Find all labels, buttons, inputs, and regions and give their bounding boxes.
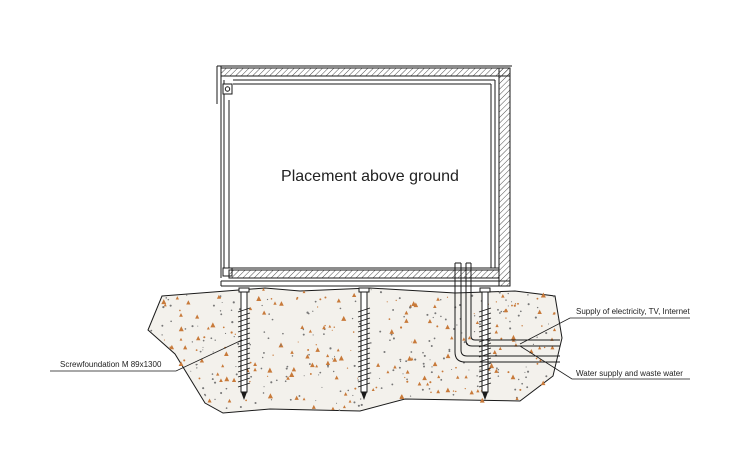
screw-foundation-label: Screwfoundation M 89x1300: [60, 360, 162, 369]
diagram-title: Placement above ground: [281, 168, 459, 185]
screw-foundation: [357, 287, 371, 400]
container-building: [216, 65, 512, 287]
supply-label: Supply of electricity, TV, Internet: [576, 307, 690, 316]
supply-pipes: [454, 262, 560, 363]
screw-foundation: [237, 287, 251, 400]
leader-lines: [50, 317, 690, 380]
ground-soil: [147, 287, 563, 414]
water-label: Water supply and waste water: [576, 369, 683, 378]
